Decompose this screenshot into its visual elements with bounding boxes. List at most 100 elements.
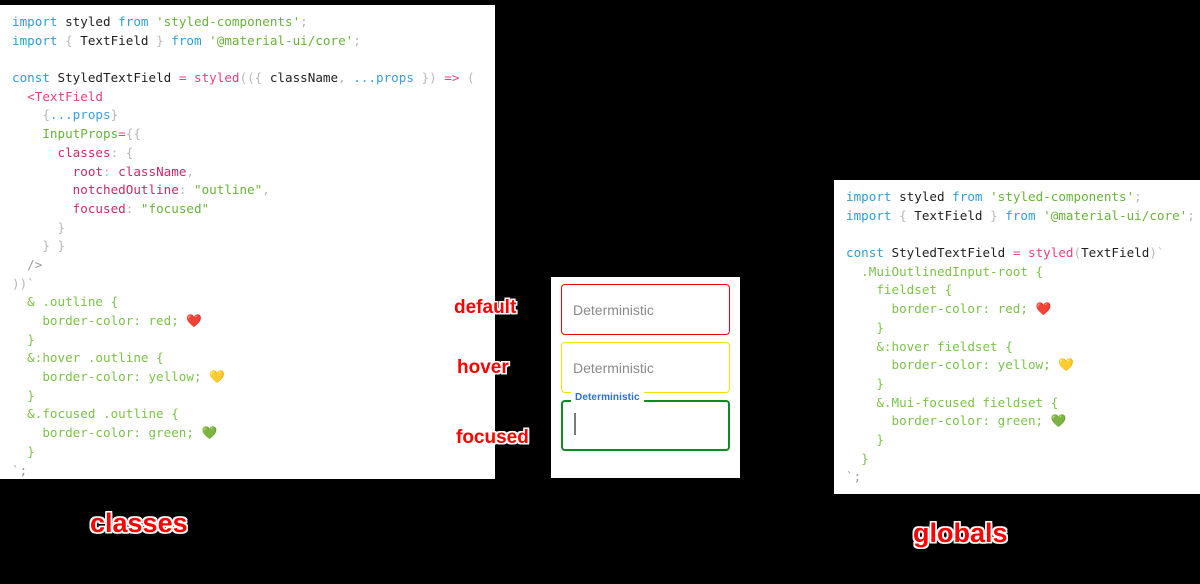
- code-token: &:hover fieldset {: [846, 338, 1013, 354]
- code-line: border-color: green; 💚: [846, 412, 1188, 431]
- code-line: <TextField: [12, 88, 483, 107]
- code-token: "focused": [140, 200, 210, 216]
- code-token: &:hover .outline {: [12, 350, 164, 366]
- heart-emoji: 💛: [209, 369, 225, 385]
- code-token: import: [846, 207, 892, 223]
- code-token: ;: [1187, 207, 1195, 223]
- code-token: TextField: [914, 207, 983, 223]
- textfield-hover-value: Deterministic: [573, 359, 654, 376]
- textfield-hover[interactable]: Deterministic: [561, 342, 730, 393]
- code-token: from: [952, 189, 983, 204]
- code-token: ,: [338, 70, 354, 86]
- textfield-focused-outline: [561, 400, 730, 451]
- code-token: :: [103, 163, 119, 179]
- code-token: :: [125, 200, 141, 216]
- code-token: }: [12, 331, 35, 347]
- code-token: 'styled-components': [982, 189, 1135, 204]
- code-line: `;: [12, 462, 483, 481]
- code-token: border-color: red;: [846, 301, 1036, 317]
- code-token: from: [1005, 207, 1036, 223]
- code-token: &.focused .outline {: [12, 406, 179, 422]
- code-token: (: [459, 70, 475, 86]
- code-line: &:hover .outline {: [12, 349, 483, 368]
- code-line: import styled from 'styled-components';: [12, 13, 483, 32]
- code-line: classes: {: [12, 144, 483, 163]
- code-token: 'styled-components': [148, 14, 301, 29]
- code-line: `;: [846, 468, 1188, 487]
- code-line: [846, 225, 1188, 244]
- code-token: {: [12, 107, 50, 123]
- code-token: styled: [57, 14, 119, 29]
- code-token: classes: [12, 144, 111, 160]
- code-token: {: [57, 32, 81, 48]
- code-token: .MuiOutlinedInput-root {: [846, 263, 1044, 279]
- code-line: focused: "focused": [12, 200, 483, 219]
- code-line: border-color: red; ❤️: [12, 312, 483, 331]
- code-token: className: [118, 163, 187, 179]
- code-token: border-color: red;: [12, 313, 187, 328]
- code-token: }: [12, 387, 35, 403]
- code-token: styled: [1020, 245, 1074, 261]
- code-line: />: [12, 256, 483, 275]
- code-token: }: [12, 443, 35, 459]
- code-token: ;: [353, 32, 361, 48]
- code-line: import styled from 'styled-components';: [846, 188, 1188, 207]
- code-line: [12, 50, 483, 69]
- code-token: &.Mui-focused fieldset {: [846, 394, 1059, 410]
- code-token: : {: [110, 144, 134, 160]
- code-line: const StyledTextField = styled(TextField…: [846, 244, 1188, 263]
- code-token: ,: [186, 163, 195, 179]
- code-token: import: [12, 14, 58, 29]
- code-token: notchedOutline: [12, 182, 179, 198]
- code-token: )`: [1149, 245, 1165, 261]
- code-line: }: [12, 387, 483, 406]
- code-token: ...props: [49, 107, 111, 123]
- heart-emoji: 💚: [201, 425, 218, 441]
- code-token: }): [413, 70, 445, 86]
- code-line: InputProps={{: [12, 125, 483, 144]
- textfield-focused[interactable]: Deterministic: [561, 392, 730, 451]
- code-token: =: [178, 70, 187, 86]
- code-token: }: [148, 32, 172, 48]
- code-line: {...props}: [12, 106, 483, 125]
- code-token: const: [846, 245, 884, 261]
- code-line: fieldset {: [846, 281, 1188, 300]
- textfield-default[interactable]: Deterministic: [561, 284, 730, 335]
- annotation-hover: hover: [457, 357, 509, 378]
- code-token: "outline": [193, 182, 263, 198]
- code-token: TextField: [1081, 245, 1150, 261]
- code-token: & .outline {: [12, 294, 119, 310]
- code-token: <TextField: [12, 88, 103, 104]
- code-token: `;: [12, 462, 28, 478]
- code-token: ...props: [353, 70, 414, 86]
- heart-emoji: ❤️: [1035, 301, 1052, 317]
- code-token: StyledTextField: [883, 245, 1013, 261]
- code-token: className: [269, 70, 339, 86]
- code-token: border-color: yellow;: [12, 369, 210, 385]
- code-panel-classes: import styled from 'styled-components';i…: [0, 5, 495, 479]
- code-token: styled: [186, 70, 240, 86]
- code-token: '@material-ui/core': [201, 32, 354, 48]
- code-token: (({: [239, 70, 270, 86]
- code-token: }: [846, 319, 884, 335]
- code-token: ;: [300, 14, 308, 29]
- heart-emoji: 💛: [1058, 357, 1074, 373]
- code-line: .MuiOutlinedInput-root {: [846, 263, 1188, 282]
- code-token: border-color: green;: [846, 413, 1051, 429]
- code-line: &:hover fieldset {: [846, 338, 1188, 357]
- code-token: (: [1073, 245, 1082, 261]
- code-line: &.Mui-focused fieldset {: [846, 394, 1188, 413]
- code-line: }: [12, 331, 483, 350]
- code-token: border-color: green;: [12, 425, 202, 441]
- code-token: StyledTextField: [49, 70, 179, 86]
- code-panel-globals: import styled from 'styled-components';i…: [834, 180, 1200, 494]
- code-line: border-color: yellow; 💛: [846, 356, 1188, 375]
- code-line: &.focused .outline {: [12, 405, 483, 424]
- heart-emoji: ❤️: [186, 313, 203, 328]
- code-token: focused: [12, 200, 126, 216]
- code-line: }: [846, 319, 1188, 338]
- code-line: root: className,: [12, 163, 483, 182]
- code-line: border-color: red; ❤️: [846, 300, 1188, 319]
- code-token: }: [110, 107, 119, 123]
